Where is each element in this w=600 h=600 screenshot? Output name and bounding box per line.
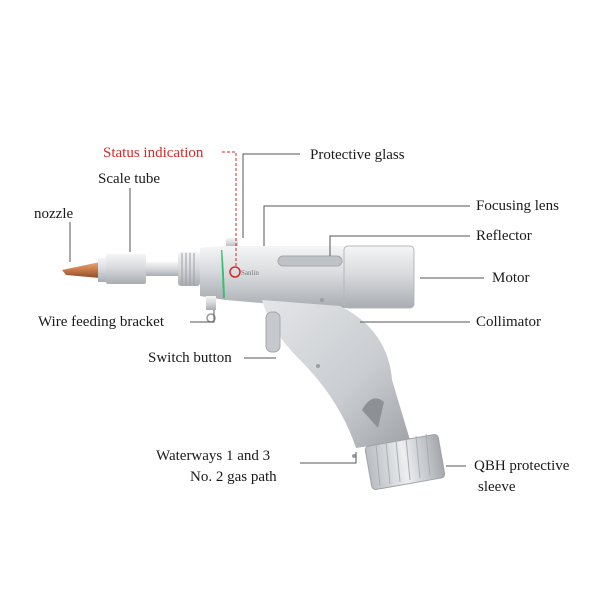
label-wire-feeding-bracket: Wire feeding bracket [38, 314, 165, 330]
leader-protective-glass [242, 153, 300, 238]
body-marking: Sanlin [241, 269, 259, 277]
protective-glass-knob [226, 238, 238, 248]
callout-labels: Status indication Protective glass Scale… [34, 145, 570, 495]
leader-focusing-lens [263, 205, 470, 246]
qbh-sleeve [364, 433, 446, 490]
leader-lines [69, 151, 484, 467]
leader-waterways [300, 452, 357, 464]
status-indicator-ring [229, 266, 241, 278]
leader-reflector [329, 235, 470, 256]
reflector-slot [277, 255, 343, 267]
label-reflector: Reflector [476, 228, 532, 244]
welding-gun-illustration: Sanlin [62, 238, 446, 490]
switch-button [265, 311, 281, 353]
label-waterways-line1: Waterways 1 and 3 [156, 448, 270, 464]
label-motor: Motor [492, 270, 530, 286]
threaded-coupler [178, 252, 200, 286]
scale-tube [106, 254, 146, 284]
nozzle-collar [98, 258, 108, 282]
motor-housing [343, 245, 415, 309]
label-qbh-line1: QBH protective [474, 458, 570, 474]
leader-status-indication [222, 151, 237, 268]
scale-tube-rod [146, 262, 178, 276]
label-scale-tube: Scale tube [98, 171, 160, 187]
label-focusing-lens: Focusing lens [476, 198, 559, 214]
label-status-indication: Status indication [103, 145, 204, 161]
label-collimator: Collimator [476, 314, 541, 330]
handle-window [362, 398, 384, 428]
label-protective-glass: Protective glass [310, 147, 405, 163]
label-switch-button: Switch button [148, 350, 232, 366]
label-qbh-line2: sleeve [478, 479, 516, 495]
label-nozzle: nozzle [34, 206, 73, 222]
nozzle-tip [62, 262, 100, 278]
label-waterways-line2: No. 2 gas path [190, 469, 277, 485]
front-head [200, 246, 226, 300]
leader-wire-feeding-bracket [190, 310, 215, 323]
